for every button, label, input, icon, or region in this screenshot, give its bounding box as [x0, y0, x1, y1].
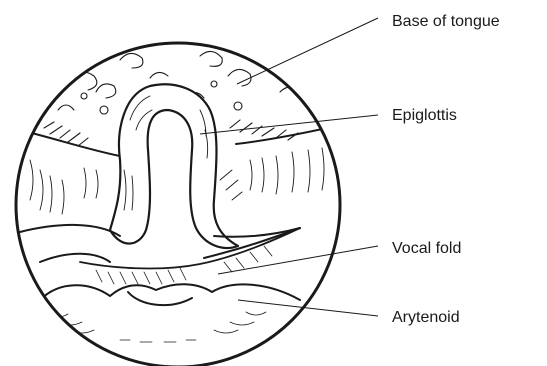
label-epiglottis: Epiglottis: [392, 107, 457, 125]
label-arytenoid: Arytenoid: [392, 309, 460, 327]
label-base-of-tongue: Base of tongue: [392, 13, 500, 31]
leader-line-base-of-tongue: [237, 18, 378, 84]
label-vocal-fold: Vocal fold: [392, 240, 461, 258]
